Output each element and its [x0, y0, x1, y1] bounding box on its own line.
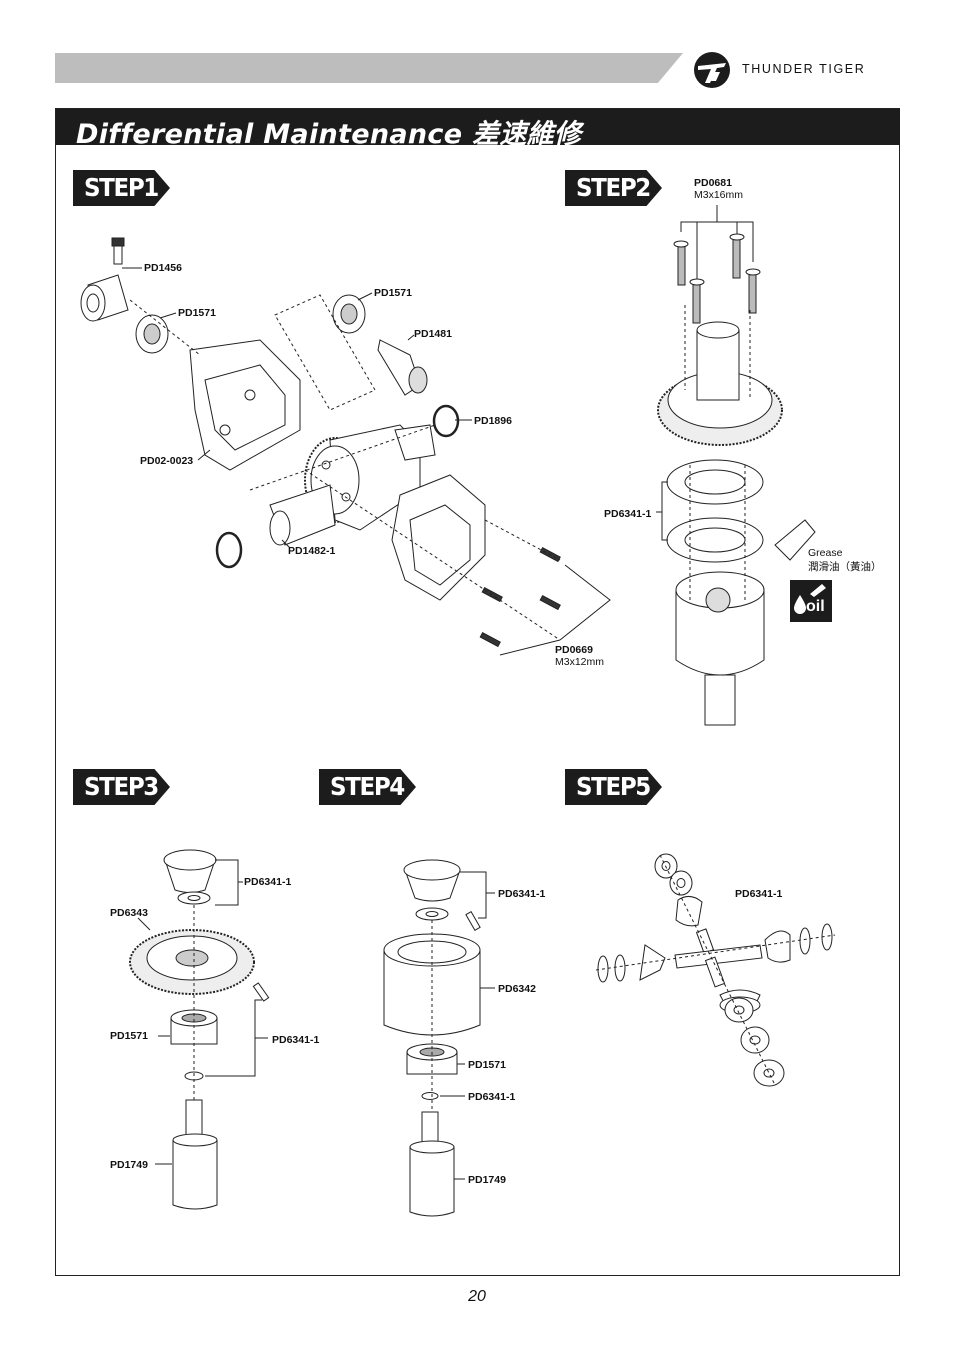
- step4-diagram: [383, 859, 495, 1217]
- step2-label-pd6341-1: PD6341-1: [604, 508, 652, 520]
- step1-label-pd1896: PD1896: [474, 415, 512, 427]
- step1-screw-size: M3x12mm: [555, 656, 605, 668]
- step1-label-pd1482-1: PD1482-1: [288, 545, 336, 557]
- step3-diagram: [129, 849, 270, 1210]
- step1-diagram: [80, 237, 611, 656]
- brand-logo: THUNDER TIGER: [690, 50, 905, 90]
- step1-label-pd0669: PD0669: [555, 644, 593, 656]
- step2-grease-label: Grease: [808, 547, 843, 559]
- step4-label-pd1571: PD1571: [468, 1059, 506, 1071]
- step2-grease-chinese: 潤滑油（黃油）: [808, 561, 882, 573]
- step2-label: STEP2: [576, 173, 651, 202]
- header-gray-bar: [55, 53, 683, 83]
- oil-icon: oil: [790, 580, 832, 622]
- step5-diagram: [595, 853, 836, 1087]
- section-title-bar: Differential Maintenance 差速維修: [56, 109, 900, 150]
- step3-label-pd1571: PD1571: [110, 1030, 148, 1042]
- step4-label: STEP4: [330, 772, 405, 801]
- step1-label-pd1481: PD1481: [414, 328, 452, 340]
- step2-screw-size: M3x16mm: [694, 189, 744, 201]
- oil-bottle-icon: [810, 584, 826, 597]
- step4-label-pd1749: PD1749: [468, 1174, 506, 1186]
- step5-badge: STEP5: [565, 769, 662, 805]
- step3-label-pd6343: PD6343: [110, 907, 148, 919]
- step4-badge: STEP4: [319, 769, 416, 805]
- step5-label-pd6341-1: PD6341-1: [735, 888, 783, 900]
- step3-badge: STEP3: [73, 769, 170, 805]
- step2-label-pd0681: PD0681: [694, 177, 732, 189]
- thunder-tiger-emblem-icon: [694, 52, 730, 88]
- page-number: 20: [468, 1288, 486, 1305]
- oil-label: oil: [806, 598, 825, 615]
- step1-label: STEP1: [84, 173, 159, 202]
- step4-label-pd6342: PD6342: [498, 983, 536, 995]
- step3-label-pd1749: PD1749: [110, 1159, 148, 1171]
- step1-label-pd1571-b: PD1571: [374, 287, 412, 299]
- step2-badge: STEP2: [565, 170, 662, 206]
- content-frame: [55, 108, 900, 1276]
- step4-label-pd6341-1-b: PD6341-1: [468, 1091, 516, 1103]
- step1-badge: STEP1: [73, 170, 170, 206]
- step5-label: STEP5: [576, 772, 651, 801]
- step1-label-pd1571-a: PD1571: [178, 307, 216, 319]
- oil-drop-icon: [794, 595, 806, 614]
- step3-label-pd6341-1-a: PD6341-1: [244, 876, 292, 888]
- brand-name: THUNDER TIGER: [742, 62, 866, 76]
- step2-diagram: [656, 205, 816, 726]
- step4-label-pd6341-1-a: PD6341-1: [498, 888, 546, 900]
- step1-label-pd1456: PD1456: [144, 262, 182, 274]
- section-title: Differential Maintenance 差速維修: [76, 119, 582, 150]
- step3-label-pd6341-1-b: PD6341-1: [272, 1034, 320, 1046]
- step3-label: STEP3: [84, 772, 159, 801]
- step1-label-pd02-0023: PD02-0023: [140, 455, 194, 467]
